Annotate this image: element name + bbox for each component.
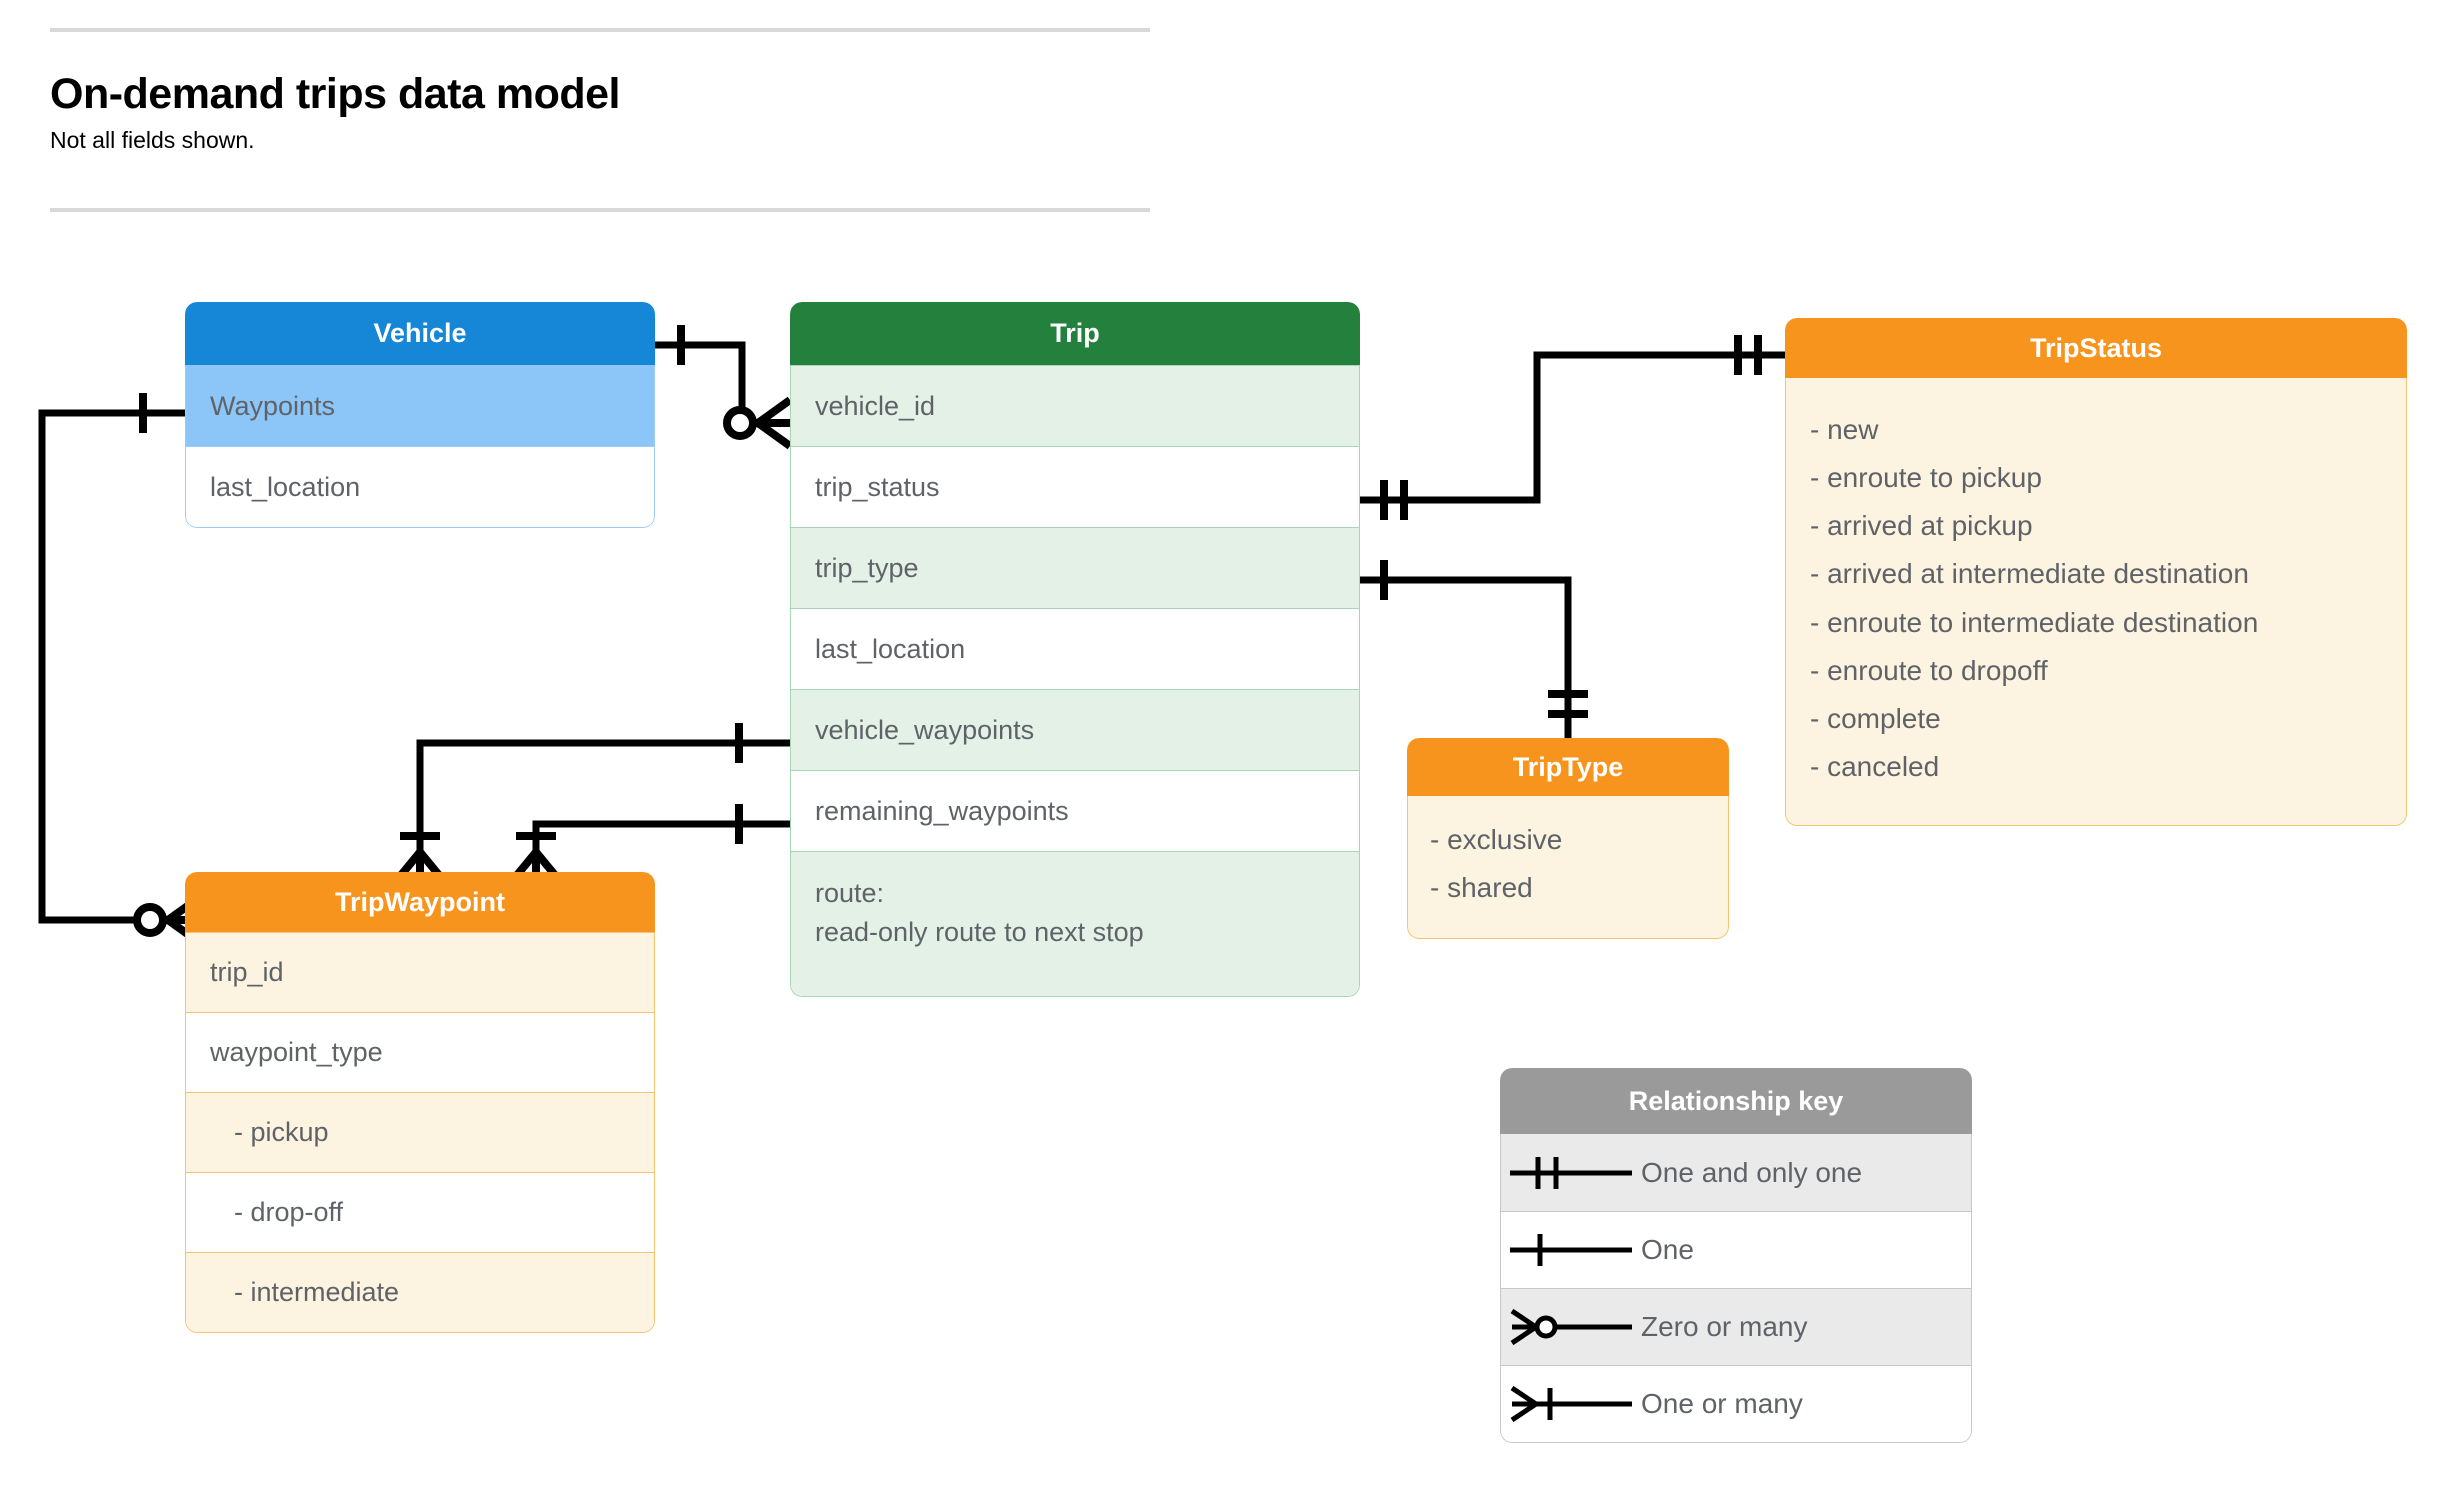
entity-trip-type-values: - exclusive - shared (1407, 796, 1729, 940)
field-row[interactable]: trip_type (791, 527, 1359, 608)
legend-rows: One and only one One Zero or many (1500, 1134, 1972, 1443)
legend-label: One or many (1641, 1388, 1803, 1419)
connector-vehicle-waypoints-field-to-tripwaypoint (416, 739, 790, 855)
enum-value: - canceled (1810, 751, 1940, 783)
enum-value: - shared (1430, 872, 1533, 904)
enum-value: - exclusive (1430, 824, 1563, 855)
legend-label: Zero or many (1641, 1311, 1808, 1342)
connector-vehicle-waypoints-to-tripwaypoint (38, 409, 185, 924)
field-row-route-label: route: (815, 878, 885, 908)
one-and-only-one-icon (1501, 1153, 1641, 1193)
relationship-key-legend: Relationship key One and only one One (1500, 1068, 1972, 1443)
legend-title: Relationship key (1500, 1068, 1972, 1134)
legend-row-one-or-many: One or many (1501, 1365, 1971, 1442)
entity-vehicle-fields: Waypoints last_location (185, 365, 655, 528)
page-title: On-demand trips data model (50, 70, 620, 118)
field-row[interactable]: - pickup (186, 1092, 654, 1172)
enum-value: - complete (1810, 702, 1941, 734)
entity-trip-type[interactable]: TripType - exclusive - shared (1407, 738, 1729, 940)
enum-value: - new (1810, 414, 1879, 445)
connector-remaining-waypoints-to-tripwaypoint (532, 820, 790, 855)
page-header: On-demand trips data model Not all field… (50, 28, 1150, 154)
enum-value: - arrived at pickup (1810, 510, 2033, 542)
field-row[interactable]: Waypoints (186, 365, 654, 446)
entity-trip-type-title: TripType (1407, 738, 1729, 796)
entity-trip-waypoint-title: TripWaypoint (185, 872, 655, 932)
field-row[interactable]: last_location (791, 608, 1359, 689)
enum-value: - arrived at intermediate destination (1810, 558, 2249, 590)
entity-trip-waypoint[interactable]: TripWaypoint trip_id waypoint_type - pic… (185, 872, 655, 1333)
entity-vehicle-title: Vehicle (185, 302, 655, 365)
field-row-route[interactable]: route: read-only route to next stop (791, 851, 1359, 996)
connector-trip-status-to-tripstatus (1360, 351, 1785, 504)
zero-or-many-icon (1501, 1305, 1641, 1349)
legend-row-one-and-only-one: One and only one (1501, 1134, 1971, 1211)
field-row[interactable]: last_location (186, 446, 654, 527)
field-row[interactable]: vehicle_waypoints (791, 689, 1359, 770)
header-rule-bottom (50, 208, 1150, 212)
entity-vehicle[interactable]: Vehicle Waypoints last_location (185, 302, 655, 528)
field-row[interactable]: trip_id (186, 932, 654, 1012)
entity-trip-status-title: TripStatus (1785, 318, 2407, 378)
legend-row-zero-or-many: Zero or many (1501, 1288, 1971, 1365)
field-row[interactable]: - intermediate (186, 1252, 654, 1332)
one-icon (1501, 1230, 1641, 1270)
entity-trip-waypoint-fields: trip_id waypoint_type - pickup - drop-of… (185, 932, 655, 1333)
entity-trip[interactable]: Trip vehicle_id trip_status trip_type la… (790, 302, 1360, 997)
field-row-route-description: read-only route to next stop (815, 917, 1144, 948)
header-rule-top (50, 28, 1150, 32)
enum-value: - enroute to pickup (1810, 462, 2042, 494)
connector-trip-type-to-triptype (1360, 576, 1572, 738)
legend-label: One (1641, 1234, 1694, 1265)
page-subtitle: Not all fields shown. (50, 127, 255, 154)
entity-trip-status-values: - new - enroute to pickup - arrived at p… (1785, 378, 2407, 827)
field-row[interactable]: vehicle_id (791, 365, 1359, 446)
field-row[interactable]: remaining_waypoints (791, 770, 1359, 851)
one-or-many-icon (1501, 1382, 1641, 1426)
entity-trip-title: Trip (790, 302, 1360, 365)
enum-value: - enroute to dropoff (1810, 654, 2048, 686)
enum-value: - enroute to intermediate destination (1810, 606, 2259, 638)
field-row[interactable]: - drop-off (186, 1172, 654, 1252)
legend-row-one: One (1501, 1211, 1971, 1288)
connector-vehicle-to-trip (655, 341, 772, 427)
entity-trip-fields: vehicle_id trip_status trip_type last_lo… (790, 365, 1360, 997)
field-row[interactable]: trip_status (791, 446, 1359, 527)
entity-trip-status[interactable]: TripStatus - new - enroute to pickup - a… (1785, 318, 2407, 827)
field-row[interactable]: waypoint_type (186, 1012, 654, 1092)
legend-label: One and only one (1641, 1156, 1863, 1188)
